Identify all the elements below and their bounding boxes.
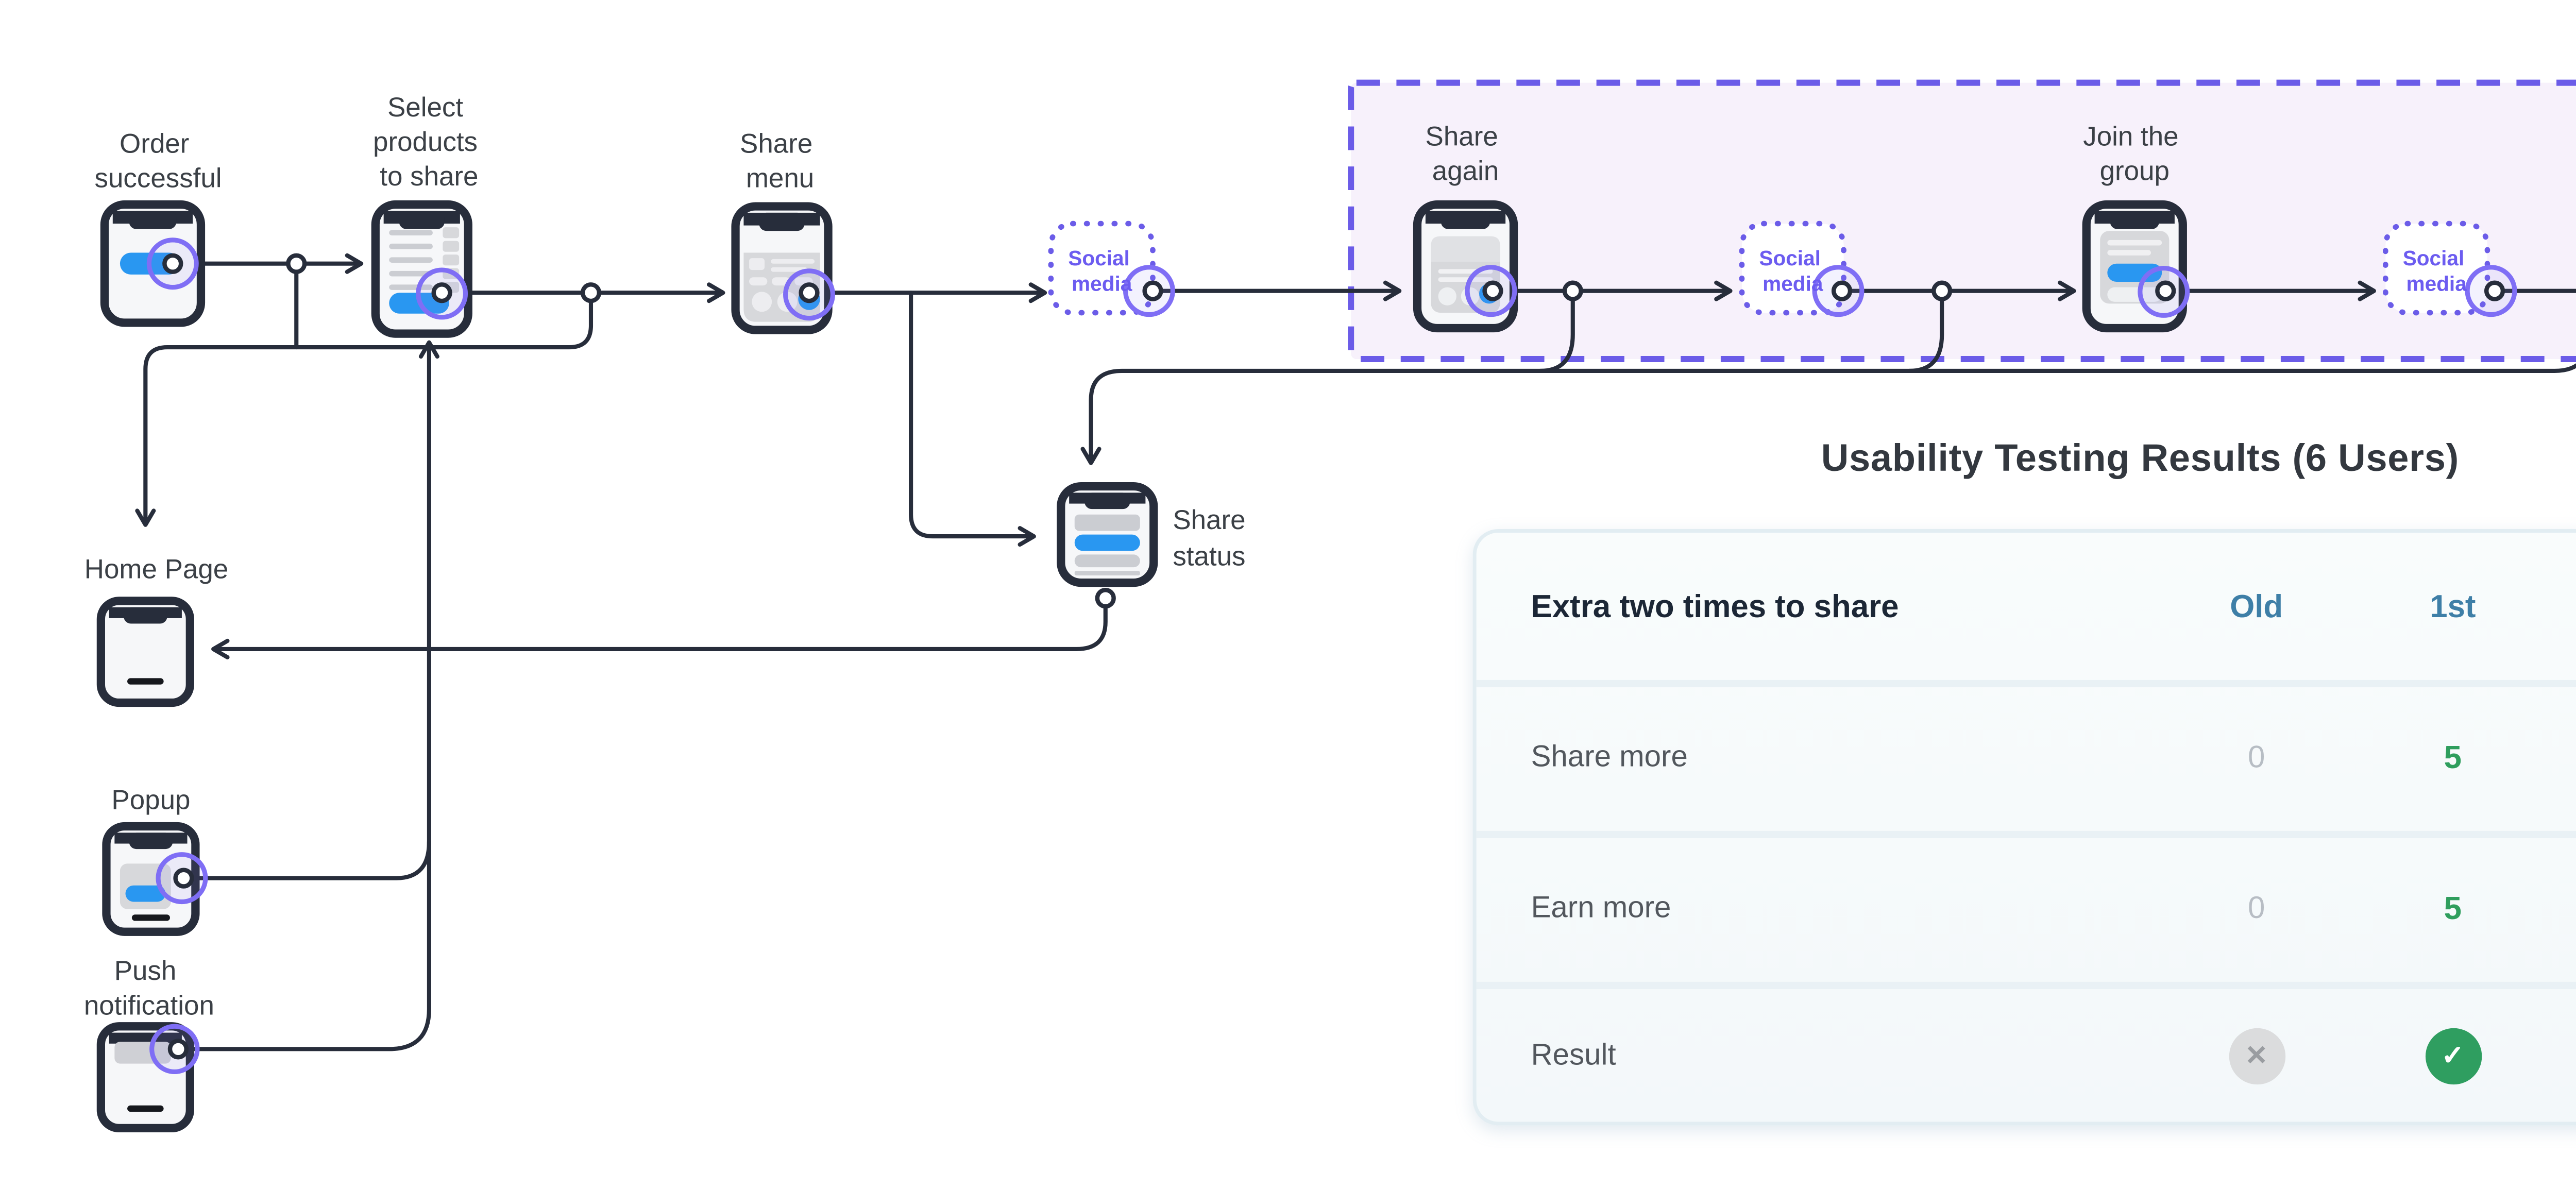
junction-dot (580, 282, 602, 303)
tap-dot (799, 282, 820, 303)
divider (1476, 680, 2576, 688)
node-label: Select products to share (373, 92, 485, 192)
tap-dot (167, 1039, 189, 1060)
social-media-label: Social media (2403, 246, 2470, 295)
tap-dot (1831, 280, 1853, 301)
node-label: Popup (111, 785, 190, 815)
tap-dot (162, 253, 183, 274)
phone-share-status-icon (1057, 482, 1158, 587)
tap-dot (173, 868, 194, 889)
cross-icon: ✕ (2228, 1027, 2285, 1084)
node-label: Order successful (95, 128, 222, 193)
divider (1476, 830, 2576, 838)
row-label: Earn more (1531, 891, 1671, 924)
table-row: Earn more 0 5 5 (1477, 835, 2576, 982)
highlight-region (1348, 79, 2576, 363)
node-label: Share status (1173, 505, 1253, 572)
node-label: Push notification (84, 956, 214, 1021)
social-media-labels: Social media Social media Social media (1068, 246, 2470, 295)
column-header-1st: 1st (2430, 587, 2476, 624)
table-result-row: Result ✕ ✓ ✓ (1477, 986, 2576, 1126)
column-header-old: Old (2230, 587, 2283, 624)
connector-return-to-status (1080, 363, 2576, 465)
junction-dot (286, 253, 307, 274)
phone-push-notification-icon (96, 1022, 194, 1132)
node-label: Share menu (740, 128, 820, 193)
tap-dot (1142, 280, 1163, 301)
social-media-node (2383, 220, 2490, 316)
tap-indicators (146, 237, 2517, 1075)
node-labels: Order successful Select products to shar… (84, 92, 2186, 1021)
table-header-row: Extra two times to share Old 1st 2nd (1477, 533, 2576, 680)
cell-value: 5 (2444, 889, 2462, 926)
junction-dot (1562, 280, 1583, 301)
check-icon: ✓ (2425, 1027, 2481, 1084)
connector-return-to-home (211, 604, 1108, 659)
divider (1476, 981, 2576, 989)
junctions (286, 253, 1953, 609)
port-dot (1095, 587, 1116, 609)
tap-dot (1482, 280, 1503, 301)
social-media-label: Social media (1759, 246, 1826, 295)
results-title: Usability Testing Results (6 Users) (1821, 438, 2460, 480)
connector-popup (190, 839, 431, 880)
row-label: Share more (1531, 740, 1688, 773)
connector-to-share-status (909, 291, 1036, 547)
node-label: Join the group (2083, 121, 2186, 186)
node-label: Share again (1426, 121, 1506, 186)
social-media-label: Social media (1068, 246, 1136, 295)
table-row: Share more 0 5 5 (1477, 684, 2576, 831)
cell-value: 0 (2248, 890, 2265, 925)
cell-value: 5 (2444, 738, 2462, 775)
tap-dot (2484, 280, 2505, 301)
node-label: Home Page (84, 554, 228, 584)
tap-dot (2155, 280, 2176, 301)
tap-dot (431, 282, 452, 303)
social-media-node (1739, 220, 1846, 316)
phone-home-page-icon (96, 597, 194, 707)
table-header-label: Extra two times to share (1531, 587, 1899, 624)
cell-value: 0 (2248, 739, 2265, 774)
junction-dot (1931, 280, 1953, 301)
connector-to-home (135, 299, 594, 527)
row-label: Result (1531, 1038, 1616, 1071)
results-table: Extra two times to share Old 1st 2nd Sha… (1472, 529, 2576, 1126)
connector-push (184, 340, 439, 1051)
